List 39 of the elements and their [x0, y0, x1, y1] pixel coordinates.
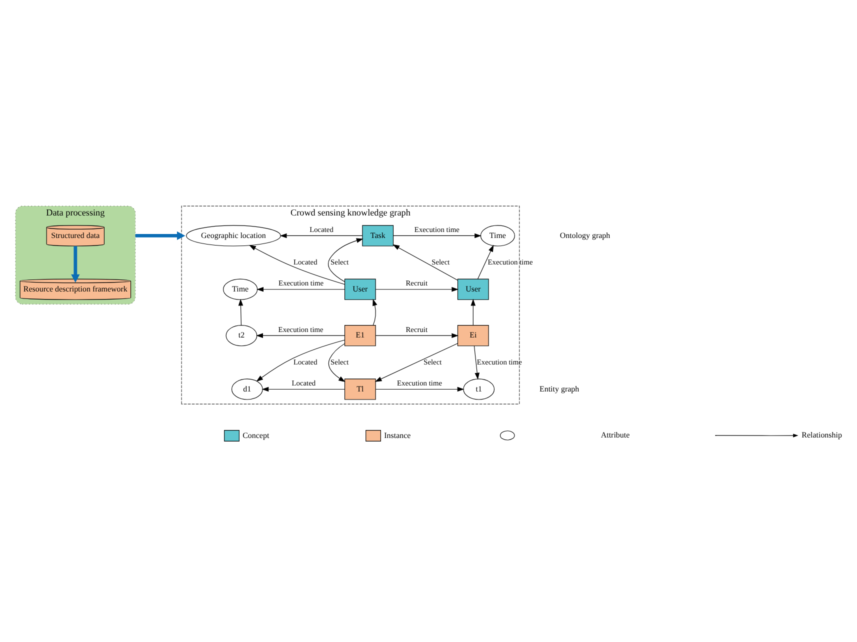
legend-label: Concept: [242, 430, 270, 440]
arrow: [280, 233, 363, 238]
arrow: [372, 298, 378, 326]
arrow: [328, 238, 364, 282]
legend-label: Instance: [384, 430, 411, 440]
node-ellipse: Time: [223, 278, 258, 300]
arrow: [328, 343, 346, 382]
arrow: [256, 333, 345, 338]
node-box: User: [344, 278, 376, 300]
node-box: Task: [362, 225, 394, 246]
arrow: [374, 343, 458, 382]
arrow: [470, 298, 476, 326]
arrow: [477, 244, 494, 280]
arrow: [135, 231, 186, 240]
arrow: [392, 244, 458, 281]
arrow: [375, 333, 459, 338]
arrow: [375, 286, 459, 292]
node-ellipse: Time: [480, 225, 515, 246]
node-ellipse: t1: [463, 378, 495, 400]
node-box: Ei: [457, 325, 489, 346]
node-box: Tl: [344, 378, 376, 400]
node-ellipse: d1: [231, 378, 263, 400]
label: Ontology graph: [560, 230, 610, 240]
arrow: [249, 245, 345, 285]
legend-label: Attribute: [600, 430, 630, 440]
legend-label: Relationship: [802, 430, 842, 440]
arrow: [238, 298, 244, 326]
arrow: [256, 286, 346, 292]
node-box: User: [457, 278, 489, 300]
label: Entity graph: [540, 384, 580, 394]
node-ellipse: Geographic location: [186, 225, 281, 246]
arrow: [262, 386, 345, 392]
arrow: [474, 346, 480, 380]
arrow: [256, 340, 346, 382]
arrow: [392, 233, 482, 238]
arrow: [375, 386, 464, 392]
arrow: [71, 246, 80, 283]
node-box: E1: [344, 325, 376, 346]
node-ellipse: t2: [226, 325, 258, 346]
